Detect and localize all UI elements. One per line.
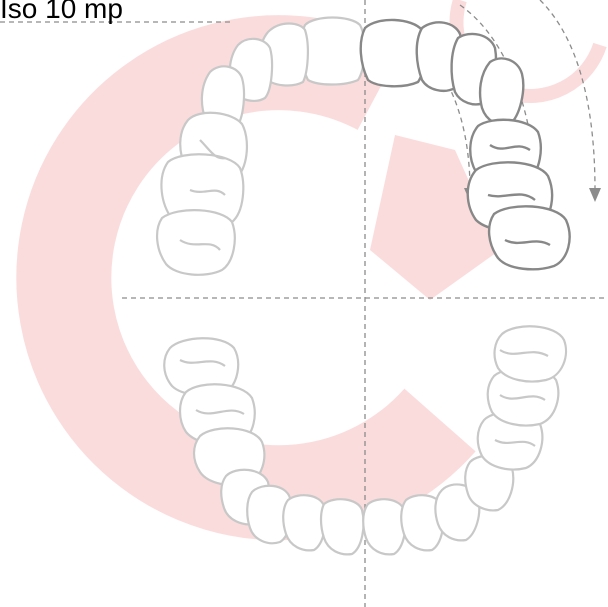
tooth <box>157 210 235 275</box>
tooth <box>363 499 405 554</box>
arrowhead-icon <box>589 188 601 202</box>
tooth <box>480 58 523 125</box>
tooth <box>361 20 425 86</box>
tooth <box>301 18 365 85</box>
caption-label: Iso 10 mp <box>0 0 123 26</box>
tooth <box>283 495 325 550</box>
tooth <box>321 499 364 554</box>
tooth <box>495 326 566 381</box>
tooth <box>489 206 570 269</box>
